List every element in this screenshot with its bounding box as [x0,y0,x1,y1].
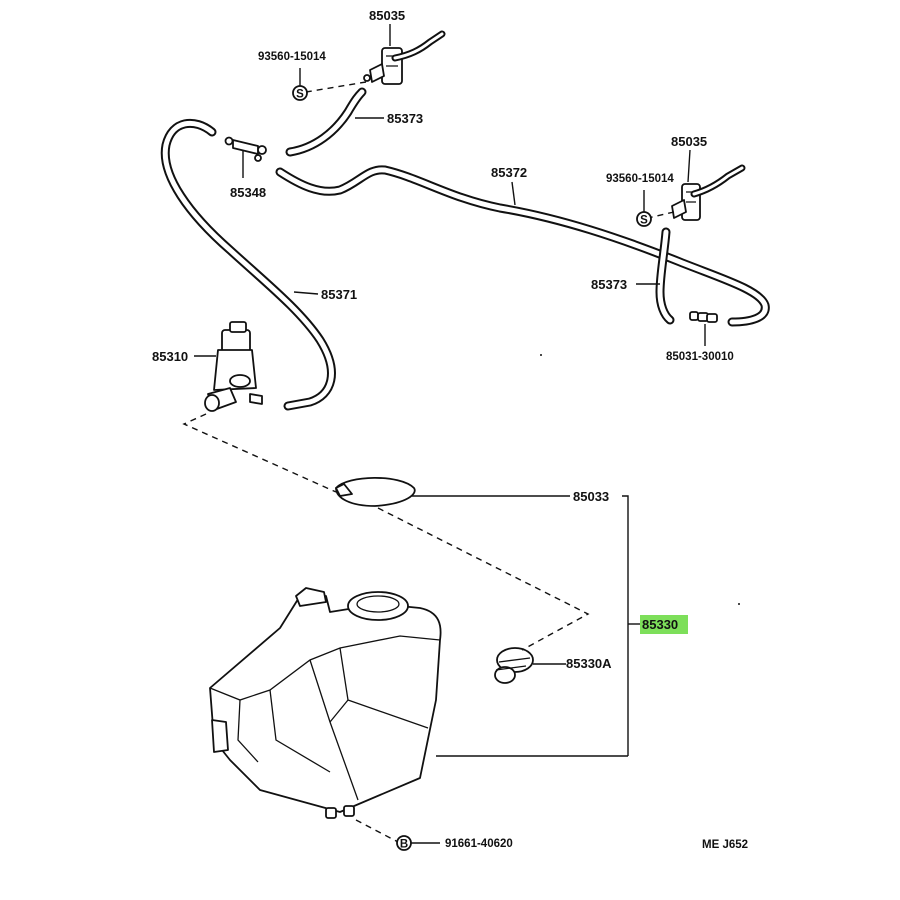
connector-85348 [224,136,267,178]
label-85035-top[interactable]: 85035 [369,8,405,23]
speck [540,354,542,356]
label-85373-right[interactable]: 85373 [591,277,627,292]
label-85371[interactable]: 85371 [321,287,357,302]
label-85033[interactable]: 85033 [573,489,609,504]
marker-b: B [396,835,440,851]
pump-85310 [194,321,263,412]
highlight-85330 [640,615,688,634]
label-85310[interactable]: 85310 [152,349,188,364]
hose-85373-right [655,227,675,325]
nozzle-85035-right [671,164,746,221]
nozzle-85035-top [363,30,446,85]
reference-code: ME J652 [702,839,748,851]
bracket-85330 [622,495,640,756]
marker-b-text: B [400,839,408,851]
cap-85033 [335,476,570,507]
hose-85372 [275,165,770,327]
marker-s-top-text: S [296,89,304,101]
hose-85373-top [285,87,367,157]
label-93560-top[interactable]: 93560-15014 [258,51,326,63]
joint-85031 [689,311,718,346]
label-85330[interactable]: 85330 [642,617,678,632]
marker-s-right: S [636,190,652,227]
assembly-dashed-lines [182,81,675,843]
label-85348[interactable]: 85348 [230,185,266,200]
label-91661[interactable]: 91661-40620 [445,838,513,850]
label-85330a[interactable]: 85330A [566,656,612,671]
hose-85371 [160,118,336,411]
speck [738,603,740,605]
washer-tank [209,587,628,819]
label-85031[interactable]: 85031-30010 [666,351,734,363]
marker-s-top: S [292,68,308,101]
leader-lines [293,24,691,295]
label-85372[interactable]: 85372 [491,165,527,180]
label-85035-right[interactable]: 85035 [671,134,707,149]
label-93560-right[interactable]: 93560-15014 [606,173,674,185]
grommet-85330a [494,647,566,684]
marker-s-right-text: S [640,215,648,227]
label-85373-top[interactable]: 85373 [387,111,423,126]
